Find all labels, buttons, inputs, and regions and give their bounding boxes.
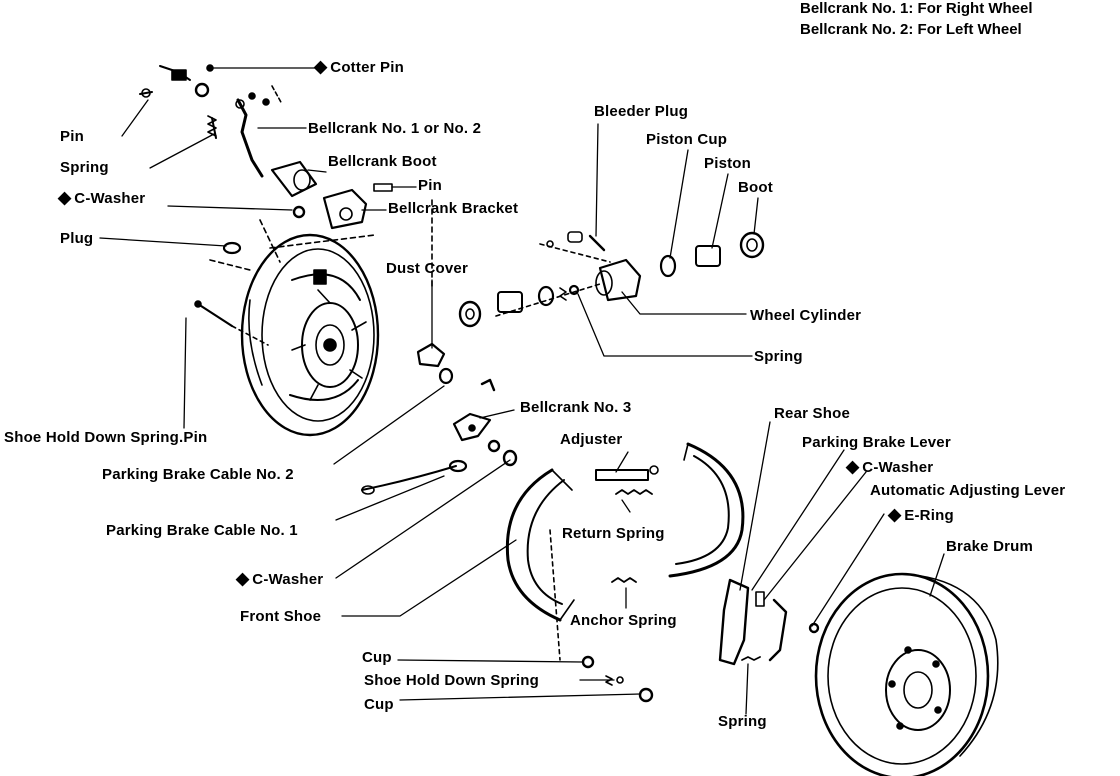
diamond-icon: ◆	[236, 569, 250, 588]
label-plug: Plug	[60, 230, 94, 247]
label-pin-left: Pin	[60, 128, 84, 145]
label-piston-cup: Piston Cup	[646, 131, 728, 148]
label-spring-cylinder: Spring	[754, 348, 803, 365]
label-bellcrank-no3: Bellcrank No. 3	[520, 399, 632, 416]
parking-brake-cable-part	[361, 459, 468, 495]
label-c-washer-bottom: ◆C-Washer	[236, 569, 324, 589]
label-brake-drum: Brake Drum	[946, 538, 1034, 555]
label-cup-bottom: Cup	[364, 696, 394, 713]
label-dust-cover: Dust Cover	[386, 260, 469, 277]
diamond-icon: ◆	[58, 188, 72, 207]
diamond-icon: ◆	[314, 57, 328, 76]
label-bellcrank-bracket: Bellcrank Bracket	[388, 200, 519, 217]
label-bleeder-plug: Bleeder Plug	[594, 103, 689, 120]
label-rear-shoe: Rear Shoe	[774, 405, 850, 422]
label-cup-top: Cup	[362, 649, 392, 666]
label-shoe-hold-down-spring: Shoe Hold Down Spring	[364, 672, 540, 689]
label-parking-brake-cable-2: Parking Brake Cable No. 2	[102, 466, 294, 483]
rear-shoe	[668, 442, 745, 578]
label-c-washer-top: ◆C-Washer	[58, 188, 146, 208]
label-shoe-hold-down-spring-pin: Shoe Hold Down Spring.Pin	[4, 429, 208, 446]
adjuster-and-springs	[595, 465, 659, 583]
label-bellcrank-boot: Bellcrank Boot	[328, 153, 437, 170]
label-spring-bottom: Spring	[718, 713, 767, 730]
label-piston: Piston	[704, 155, 752, 172]
label-cotter-pin: ◆Cotter Pin	[314, 57, 404, 77]
bellcrank-no3-parts	[416, 342, 518, 467]
note-line-1: Bellcrank No. 1: For Right Wheel	[800, 0, 1033, 17]
wheel-cylinder-parts	[458, 231, 765, 328]
leader-lines	[99, 67, 945, 715]
label-c-washer-right: ◆C-Washer	[846, 457, 934, 477]
top-linkage-parts	[139, 64, 433, 291]
label-anchor-spring: Anchor Spring	[570, 612, 677, 629]
diamond-icon: ◆	[888, 505, 902, 524]
label-pin-bracket: Pin	[418, 177, 442, 194]
label-spring-top: Spring	[60, 159, 109, 176]
label-automatic-adjusting-lever: Automatic Adjusting Lever	[870, 482, 1066, 499]
front-shoe	[505, 468, 654, 703]
label-bellcrank-1-or-2: Bellcrank No. 1 or No. 2	[308, 120, 482, 137]
diamond-icon: ◆	[846, 457, 860, 476]
label-parking-brake-lever: Parking Brake Lever	[802, 434, 951, 451]
hold-down-pin-part	[194, 300, 269, 346]
label-wheel-cylinder: Wheel Cylinder	[750, 307, 862, 324]
label-return-spring: Return Spring	[562, 525, 665, 542]
backing-plate	[209, 219, 380, 437]
label-parking-brake-cable-1: Parking Brake Cable No. 1	[106, 522, 298, 539]
label-adjuster: Adjuster	[560, 431, 623, 448]
label-front-shoe: Front Shoe	[240, 608, 322, 625]
note-line-2: Bellcrank No. 2: For Left Wheel	[800, 21, 1022, 38]
lever-parts	[718, 578, 820, 666]
label-e-ring: ◆E-Ring	[888, 505, 954, 525]
label-boot: Boot	[738, 179, 773, 196]
brake-drum	[814, 572, 999, 776]
